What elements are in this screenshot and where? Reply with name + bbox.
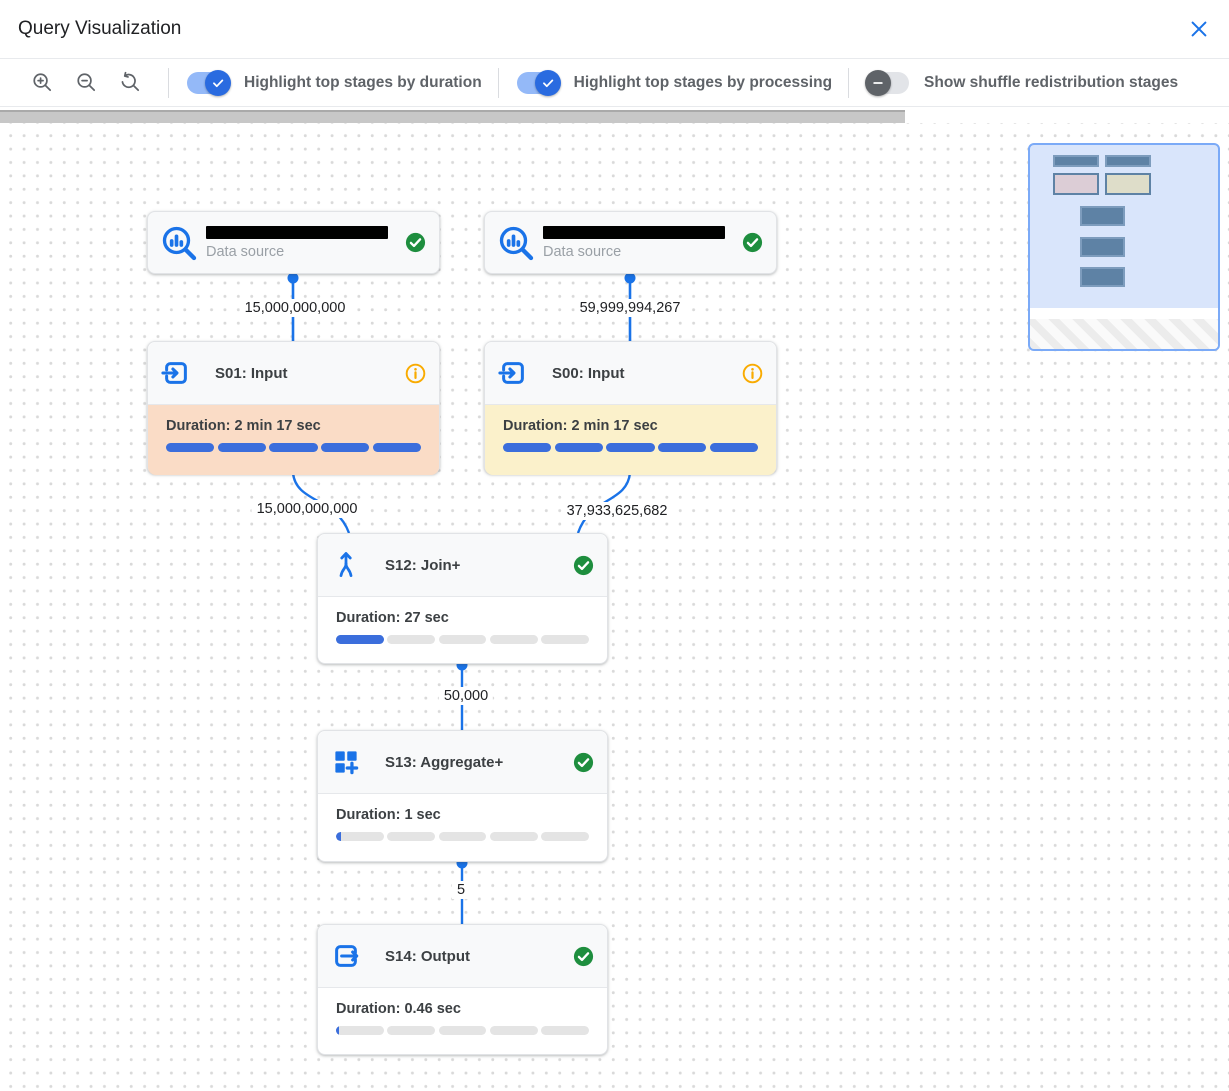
progress-bar	[503, 443, 759, 452]
horizontal-scrollbar	[0, 107, 1229, 123]
success-check-icon	[742, 232, 763, 253]
toolbar-divider	[168, 67, 169, 98]
success-check-icon	[573, 752, 594, 772]
minimap-node	[1080, 267, 1125, 287]
toolbar-divider	[497, 67, 499, 98]
close-icon	[1191, 21, 1207, 37]
check-icon	[542, 79, 553, 87]
edge-row-count: 5	[451, 881, 471, 899]
toggle-label-duration: Highlight top stages by duration	[244, 73, 482, 91]
duration-label: Duration: 2 min 17 sec	[166, 418, 321, 434]
close-button[interactable]	[1185, 15, 1213, 43]
input-stage-icon	[498, 362, 524, 384]
redacted-table-name	[543, 225, 725, 239]
zoom-reset-icon	[121, 71, 139, 92]
minimap-out-of-bounds-hatch	[1030, 319, 1218, 349]
stage-duration-panel: Duration: 0.46 sec	[318, 988, 607, 1058]
stage-title: S01: Input	[215, 364, 288, 382]
minimap-node	[1080, 206, 1125, 226]
stage-duration-panel: Duration: 27 sec	[318, 597, 607, 667]
toggle-highlight-processing[interactable]	[515, 69, 561, 96]
duration-label: Duration: 1 sec	[336, 807, 441, 823]
zoom-out-button[interactable]	[73, 70, 99, 96]
stage-duration-panel: Duration: 2 min 17 sec	[485, 405, 776, 475]
dialog-header: Query Visualization	[0, 0, 1229, 59]
info-icon[interactable]	[404, 362, 427, 385]
stage-header: S12: Join+	[318, 534, 607, 597]
join-stage-icon	[339, 552, 353, 577]
stage-header: S14: Output	[318, 925, 607, 988]
stage-header: S13: Aggregate+	[318, 731, 607, 794]
data-source-icon	[499, 226, 534, 260]
success-check-icon	[573, 555, 594, 575]
toggle-thumb	[205, 69, 231, 96]
edge-row-count: 50,000	[438, 687, 494, 705]
progress-bar	[336, 1026, 589, 1035]
data-source-icon	[162, 226, 197, 260]
input-stage-icon	[161, 362, 187, 384]
success-check-icon	[573, 946, 594, 966]
node-data-source-1[interactable]: Data source	[147, 211, 440, 274]
data-source-label: Data source	[543, 243, 622, 260]
node-s01-input[interactable]: S01: Input Duration: 2 min 17 sec	[147, 341, 440, 475]
stage-title: S12: Join+	[385, 556, 461, 574]
stage-duration-panel: Duration: 1 sec	[318, 794, 607, 864]
stage-title: S00: Input	[552, 364, 625, 382]
zoom-in-icon	[32, 73, 51, 92]
progress-bar	[166, 443, 422, 452]
toggle-thumb	[534, 69, 561, 96]
minimap-node	[1105, 155, 1151, 167]
node-s00-input[interactable]: S00: Input Duration: 2 min 17 sec	[484, 341, 777, 475]
minimap-node-duration-highlight	[1053, 173, 1099, 195]
minimap-node-processing-highlight	[1105, 173, 1151, 195]
stage-header: S01: Input	[148, 342, 439, 405]
duration-label: Duration: 0.46 sec	[336, 1001, 461, 1017]
minimap-node	[1053, 155, 1099, 167]
aggregate-stage-icon	[335, 751, 359, 775]
edge-row-count: 15,000,000,000	[239, 299, 351, 317]
graph-canvas[interactable]: 15,000,000,000 59,999,994,267 15,000,000…	[0, 123, 1229, 1091]
page-title: Query Visualization	[18, 18, 182, 39]
toggle-highlight-duration[interactable]	[185, 69, 231, 96]
duration-label: Duration: 2 min 17 sec	[503, 418, 658, 434]
data-source-label: Data source	[206, 243, 285, 260]
zoom-in-button[interactable]	[29, 70, 55, 96]
zoom-reset-button[interactable]	[117, 70, 143, 96]
toggle-show-shuffle[interactable]	[865, 69, 911, 96]
horizontal-scrollbar-thumb[interactable]	[0, 110, 905, 123]
node-s12-join[interactable]: S12: Join+ Duration: 27 sec	[317, 533, 608, 664]
node-data-source-2[interactable]: Data source	[484, 211, 777, 274]
edge-row-count: 37,933,625,682	[561, 502, 673, 520]
minus-icon	[873, 81, 883, 84]
toggle-label-processing: Highlight top stages by processing	[573, 73, 833, 91]
toolbar-divider	[848, 67, 850, 98]
duration-label: Duration: 27 sec	[336, 610, 449, 626]
minimap[interactable]	[1028, 143, 1220, 351]
edge-row-count: 59,999,994,267	[574, 299, 686, 317]
minimap-gap	[1030, 308, 1218, 319]
edge-row-count: 15,000,000,000	[251, 500, 363, 518]
redacted-table-name	[206, 225, 388, 239]
progress-bar	[336, 635, 589, 644]
success-check-icon	[405, 232, 426, 253]
check-icon	[213, 79, 224, 87]
toggle-thumb	[865, 69, 892, 96]
stage-title: S13: Aggregate+	[385, 753, 504, 771]
info-icon[interactable]	[741, 362, 764, 385]
stage-header: S00: Input	[485, 342, 776, 405]
progress-bar	[336, 832, 589, 841]
stage-duration-panel: Duration: 2 min 17 sec	[148, 405, 439, 475]
node-s14-output[interactable]: S14: Output Duration: 0.46 sec	[317, 924, 608, 1055]
node-s13-aggregate[interactable]: S13: Aggregate+ Duration: 1 sec	[317, 730, 608, 862]
stage-title: S14: Output	[385, 947, 470, 965]
zoom-out-icon	[76, 73, 95, 92]
toggle-label-shuffle: Show shuffle redistribution stages	[924, 73, 1179, 91]
minimap-node	[1080, 237, 1125, 257]
output-stage-icon	[335, 945, 359, 967]
toolbar: Highlight top stages by duration Highlig…	[0, 59, 1229, 107]
